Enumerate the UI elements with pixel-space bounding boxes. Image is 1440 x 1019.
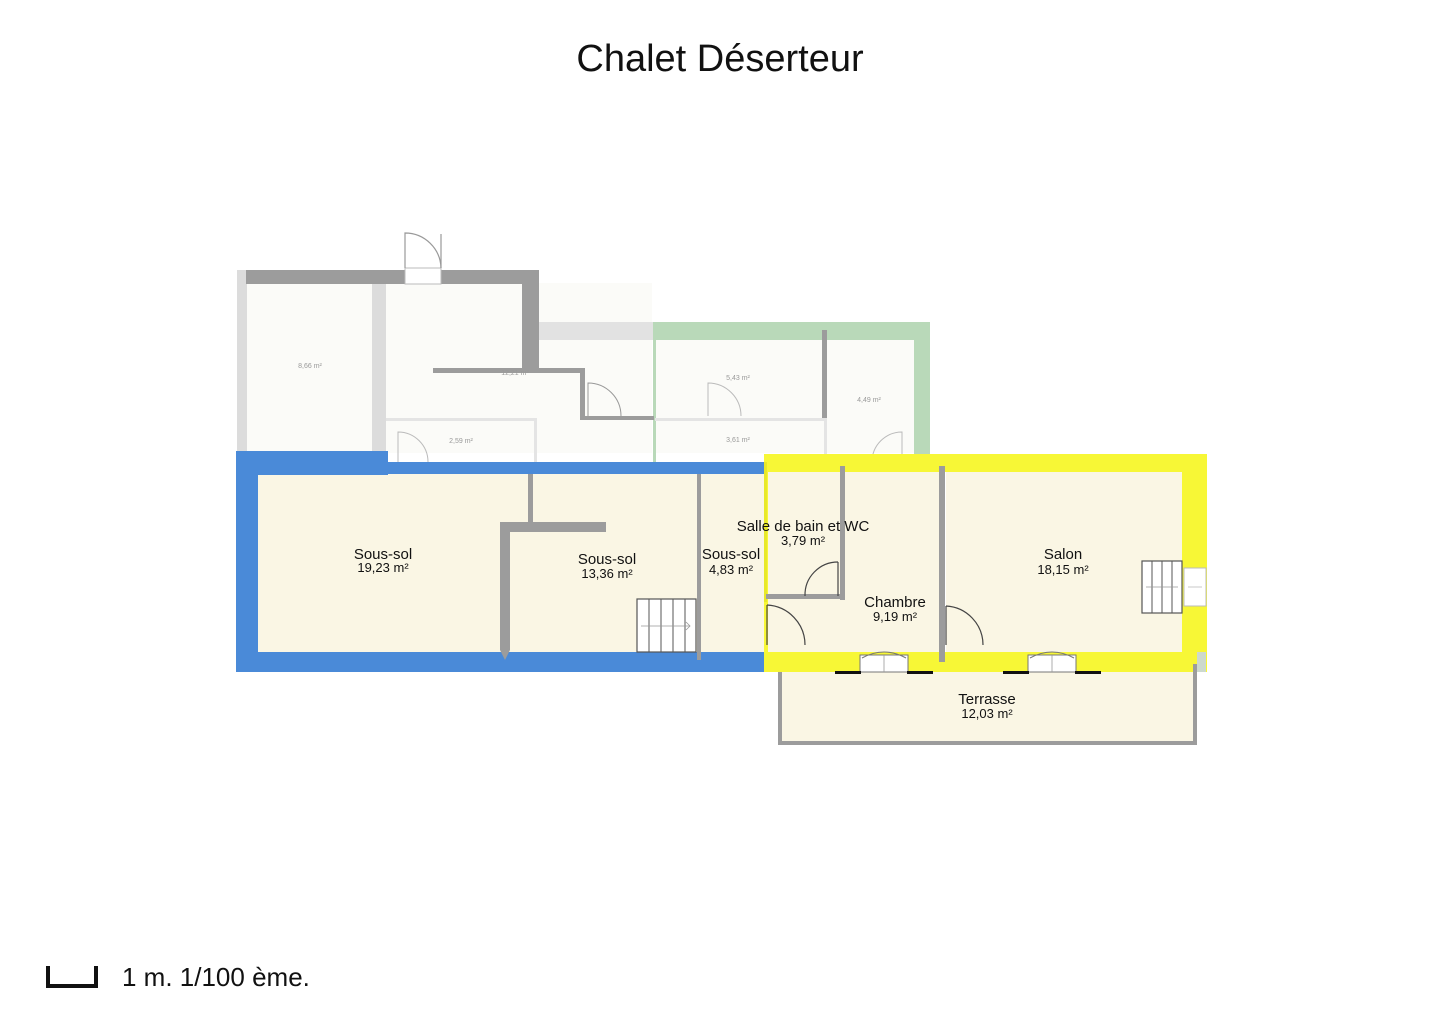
blue-wall-left: [236, 451, 258, 672]
faint-partition-4: [824, 418, 827, 463]
upper-wall-inner-h2: [580, 416, 654, 420]
doors: [766, 561, 984, 646]
upper-area-label: 2,59 m²: [449, 438, 473, 445]
terrasse-wall-right: [1193, 664, 1197, 745]
main-level-floors: [258, 472, 1194, 742]
room-area: 3,79 m²: [781, 533, 826, 548]
bathroom-door: [804, 561, 839, 597]
green-wall-right: [914, 322, 930, 454]
salon-door: [945, 605, 984, 646]
yellow-wall-right: [1182, 454, 1207, 672]
upper-area-label: 5,43 m²: [726, 375, 750, 382]
green-wall-top: [653, 322, 930, 340]
room-name: Terrasse: [958, 691, 1016, 708]
window-chambre: [835, 651, 933, 674]
page-title: Chalet Déserteur: [576, 38, 864, 80]
upper-wall-top: [246, 270, 539, 284]
room-name: Salon: [1044, 546, 1082, 563]
window-salon: [1003, 651, 1101, 674]
room-name: Sous-sol: [578, 551, 636, 568]
scale-bar-icon: [46, 966, 98, 988]
green-partition: [822, 330, 827, 420]
room-name: Salle de bain et WC: [737, 518, 870, 535]
upper-wall-left-light: [237, 270, 247, 455]
sous-sol-3-floor: [700, 474, 764, 652]
room-area: 13,36 m²: [581, 566, 633, 581]
upper-door-swing-2: [707, 382, 742, 417]
room-area: 9,19 m²: [873, 609, 918, 624]
interior-walls: [500, 466, 945, 662]
upper-wall-inner-h: [433, 368, 583, 373]
wall-chambre-salon: [939, 466, 945, 662]
room-area: 12,03 m²: [961, 706, 1013, 721]
sous-sol-1-floor: [258, 474, 530, 652]
room-area: 18,15 m²: [1037, 562, 1089, 577]
wall-sous-sol-split-v2: [500, 522, 510, 650]
faint-partition-1: [386, 418, 536, 421]
chambre-floor: [766, 472, 940, 652]
scale-label: 1 m. 1/100 ème.: [122, 962, 310, 992]
terrasse-floor: [782, 672, 1194, 742]
terrasse-railing: [778, 652, 1206, 745]
blue-wall-top: [386, 462, 766, 474]
terrasse-wall-bottom: [778, 741, 1197, 745]
upper-door-swing-1: [587, 382, 622, 417]
wall-bathroom-bottom: [766, 594, 844, 599]
upper-wall-inner-v: [580, 368, 585, 420]
faint-partition-3: [655, 418, 825, 421]
yellow-wall-bottom: [764, 652, 1207, 672]
upper-area-label: 3,61 m²: [726, 437, 750, 444]
room-labels: Sous-sol 19,23 m² Sous-sol 13,36 m² Sous…: [354, 518, 1089, 721]
faint-partition-2: [534, 418, 537, 463]
terrasse-edge-grey: [1197, 652, 1206, 672]
upper-door: [404, 232, 442, 285]
chambre-door: [766, 604, 806, 646]
yellow-wall-left-upper: [764, 462, 767, 602]
upper-wall-divider-light: [372, 283, 386, 453]
blue-zone-walls: [236, 451, 766, 672]
blue-wall-top-left: [236, 451, 388, 475]
blue-wall-bottom: [236, 652, 766, 672]
wall-sous-sol-3: [697, 474, 701, 660]
terrasse-wall-left: [778, 672, 782, 745]
upper-room-green-floor: [655, 340, 915, 453]
wall-tip: [500, 650, 510, 660]
upper-level: 8,66 m² 12,21 m² 2,59 m² 5,43 m² 3,61 m²…: [237, 232, 930, 463]
yellow-wall-top: [764, 454, 1207, 472]
upper-door-swing-3: [397, 431, 429, 463]
wall-sous-sol-split-v: [528, 474, 533, 524]
upper-room-left-floor: [246, 283, 376, 453]
room-name: Sous-sol: [702, 546, 760, 563]
upper-wall-right: [522, 270, 539, 368]
room-area: 4,83 m²: [709, 562, 754, 577]
room-area: 19,23 m²: [357, 560, 409, 575]
stairs-salon: [1141, 560, 1207, 614]
stairs-basement: [636, 598, 697, 653]
wall-sous-sol-split-h: [500, 522, 606, 532]
upper-area-label: 12,21 m²: [501, 370, 529, 377]
upper-area-label: 8,66 m²: [298, 363, 322, 370]
room-name: Sous-sol: [354, 546, 412, 563]
upper-area-label: 4,49 m²: [857, 397, 881, 404]
wall-bathroom-right: [840, 466, 845, 600]
room-name: Chambre: [864, 594, 926, 611]
green-wall-left: [653, 322, 656, 462]
upper-wall-top-light: [539, 322, 655, 340]
